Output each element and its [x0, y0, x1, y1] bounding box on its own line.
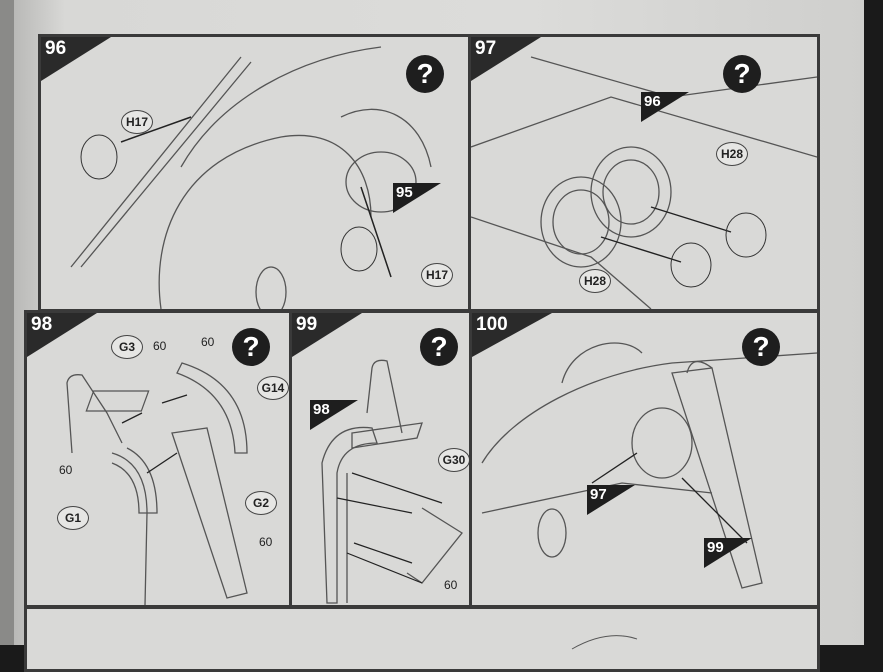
step-99-panel: 99 ? 98 G30 60: [289, 310, 475, 608]
step-96-panel: 96 ? H17 H17 95: [38, 34, 474, 312]
instruction-sheet-photo: 96 ? H17 H17 95 97 ? H28 H28 96 98 ? G3 …: [0, 0, 864, 672]
step-reference: 96: [644, 93, 661, 110]
step-98-panel: 98 ? G3 60 60 G14 60 G1 G2 60: [24, 310, 295, 608]
ladder-parts-drawing: [66, 362, 248, 605]
part-callout: G14: [257, 376, 289, 400]
step-number: 96: [45, 38, 67, 59]
step-number: 98: [31, 314, 53, 335]
step-100-panel: 100 ? 97 99: [469, 310, 820, 608]
question-mark-icon: ?: [406, 55, 444, 93]
paint-code: 60: [259, 535, 273, 549]
paint-code: 60: [444, 578, 458, 592]
step-reference: 97: [590, 486, 607, 503]
step-97-panel: 97 ? H28 H28 96: [468, 34, 820, 312]
part-callout: H28: [716, 142, 748, 166]
part-callout: H28: [579, 269, 611, 293]
step-reference: 95: [396, 184, 413, 201]
binding-shadow: [0, 0, 16, 645]
next-step-panel: [24, 606, 820, 672]
part-callout: H17: [121, 110, 153, 134]
cockpit-nose-drawing: [70, 46, 432, 309]
part-callout: G2: [245, 491, 277, 515]
question-mark-icon: ?: [742, 328, 780, 366]
part-callout: G1: [57, 506, 89, 530]
part-callout: G30: [438, 448, 470, 472]
ladder-assembly-drawing: [321, 359, 463, 604]
paint-code: 60: [59, 463, 73, 477]
question-mark-icon: ?: [232, 328, 270, 366]
part-callout: G3: [111, 335, 143, 359]
question-mark-icon: ?: [420, 328, 458, 366]
question-mark-icon: ?: [723, 55, 761, 93]
step-reference: 98: [313, 401, 330, 418]
ladder-installed-drawing: [481, 342, 817, 589]
paint-code: 60: [201, 335, 215, 349]
exhaust-nozzles-drawing: [471, 56, 817, 309]
step-number: 100: [476, 314, 508, 335]
step-reference: 99: [707, 539, 724, 556]
step-number: 97: [475, 38, 497, 59]
paint-code: 60: [153, 339, 167, 353]
partial-drawing: [571, 635, 638, 650]
step-number: 99: [296, 314, 318, 335]
part-callout: H17: [421, 263, 453, 287]
